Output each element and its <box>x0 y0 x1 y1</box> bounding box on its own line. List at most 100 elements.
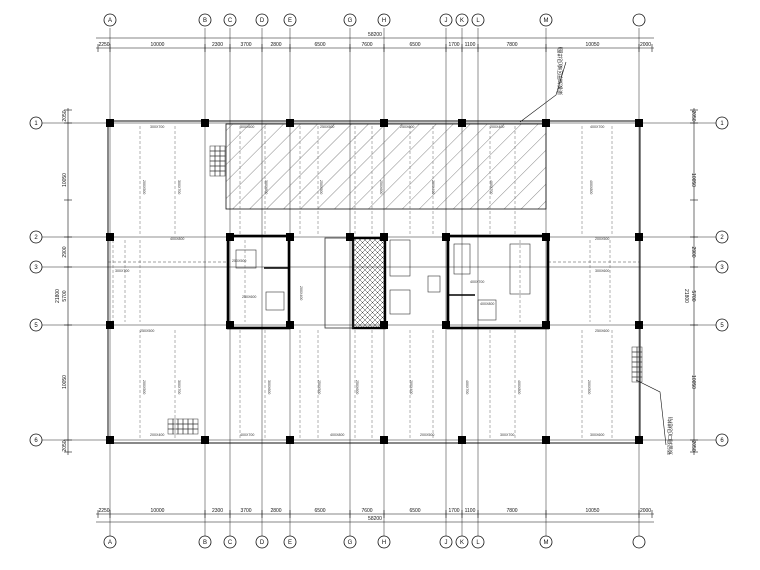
beam-label: 400X800 <box>480 302 494 306</box>
axis-bubble-5: 5 <box>29 318 43 332</box>
beam-label: 300X600 <box>264 180 268 194</box>
dim-text: 21800 <box>55 289 61 303</box>
dim-text: 2900 <box>62 246 68 257</box>
dim-text: 2050 <box>690 110 696 121</box>
axis-bubble-j: J <box>439 535 453 549</box>
column-icon <box>226 321 234 329</box>
column-icon <box>106 119 114 127</box>
axis-bubble-m: M <box>539 535 553 549</box>
svg-text:K: K <box>460 540 464 546</box>
beam-label: 200X500 <box>595 237 609 241</box>
axis-bubble-m: M <box>539 13 553 27</box>
beam-label: 300X700 <box>177 180 181 194</box>
beam-label: 250X600 <box>379 180 383 194</box>
dim-text: 5700 <box>690 290 696 301</box>
svg-text:C: C <box>228 540 233 546</box>
beam-label: 250X600 <box>242 295 256 299</box>
column-icon <box>286 233 294 241</box>
axis-bubble-6: 6 <box>715 433 729 447</box>
axis-bubble-2: 2 <box>715 230 729 244</box>
axis-bubble-l: L <box>471 535 485 549</box>
svg-text:1: 1 <box>720 121 724 127</box>
column-icon <box>442 233 450 241</box>
beam-label: 250X500 <box>317 380 321 394</box>
column-icon <box>442 321 450 329</box>
beam-labels: 300X700 300X600 250X500 250X600 200X400 400X7… <box>115 125 609 437</box>
dim-text: 21800 <box>683 289 689 303</box>
axis-bubble-5: 5 <box>715 318 729 332</box>
axis-bubble-end <box>632 535 646 549</box>
axis-bubble-e: E <box>283 535 297 549</box>
dim-text: 10050 <box>586 42 600 48</box>
beam-label: 250X600 <box>400 125 414 129</box>
svg-text:E: E <box>288 540 292 546</box>
core-wall-right <box>446 234 550 330</box>
dim-text: 1100 <box>465 508 476 514</box>
column-icon <box>542 119 550 127</box>
column-icon <box>635 233 643 241</box>
dim-text: 10050 <box>62 375 68 389</box>
dim-text: 6500 <box>409 42 420 48</box>
beam-label: 200X400 <box>431 180 435 194</box>
dim-text: 10000 <box>151 508 165 514</box>
svg-text:2: 2 <box>34 235 38 241</box>
secondary-beams <box>108 126 640 438</box>
svg-text:M: M <box>544 18 549 24</box>
beam-label: 200X500 <box>142 380 146 394</box>
beam-label: 400X700 <box>465 380 469 394</box>
callout-leaders <box>519 61 667 446</box>
beam-label: 200X500 <box>420 433 434 437</box>
beam-label: 250X500 <box>320 125 334 129</box>
dim-text: 2000 <box>640 42 651 48</box>
core-details <box>235 239 531 321</box>
svg-text:A: A <box>108 540 112 546</box>
svg-text:C: C <box>228 18 233 24</box>
axis-bubble-h: H <box>377 13 391 27</box>
beam-label: 300X600 <box>240 125 254 129</box>
svg-text:G: G <box>348 18 353 24</box>
axis-bubble-3: 3 <box>29 260 43 274</box>
axis-bubble-k: K <box>455 535 469 549</box>
svg-text:A: A <box>108 18 112 24</box>
svg-text:B: B <box>203 18 207 24</box>
svg-text:D: D <box>260 18 265 24</box>
beam-label: 250X600 <box>355 380 359 394</box>
stair-icon <box>167 145 643 435</box>
column-icon <box>380 119 388 127</box>
beam-label: 300X600 <box>590 433 604 437</box>
beam-label: 300X600 <box>267 380 271 394</box>
column-icon <box>635 321 643 329</box>
svg-text:B: B <box>203 540 207 546</box>
beam-label: 200X500 <box>142 180 146 194</box>
slab-outline <box>107 120 641 444</box>
beam-label: 400X800 <box>170 237 184 241</box>
dim-text: 1100 <box>465 42 476 48</box>
dim-text: 2250 <box>98 42 109 48</box>
svg-text:L: L <box>476 540 480 546</box>
axis-bubble-1: 1 <box>29 116 43 130</box>
dim-total: 58200 <box>368 32 382 38</box>
svg-text:5: 5 <box>34 323 38 329</box>
column-icon <box>226 233 234 241</box>
axis-bubble-e: E <box>283 13 297 27</box>
column-icon <box>635 436 643 444</box>
beam-label: 200X400 <box>299 286 303 300</box>
axis-bubble-c: C <box>223 13 237 27</box>
beam-label: 400X700 <box>240 433 254 437</box>
axis-bubble-3: 3 <box>715 260 729 274</box>
svg-text:D: D <box>260 540 265 546</box>
column-icon <box>201 436 209 444</box>
axis-bubble-d: D <box>255 13 269 27</box>
dim-text: 1700 <box>448 508 459 514</box>
column-icon <box>346 233 354 241</box>
column-icon <box>286 436 294 444</box>
axis-bubble-d: D <box>255 535 269 549</box>
column-icon <box>458 436 466 444</box>
axis-bubble-2: 2 <box>29 230 43 244</box>
beam-label: 250X500 <box>319 180 323 194</box>
svg-text:6: 6 <box>720 438 724 444</box>
svg-text:H: H <box>382 18 386 24</box>
